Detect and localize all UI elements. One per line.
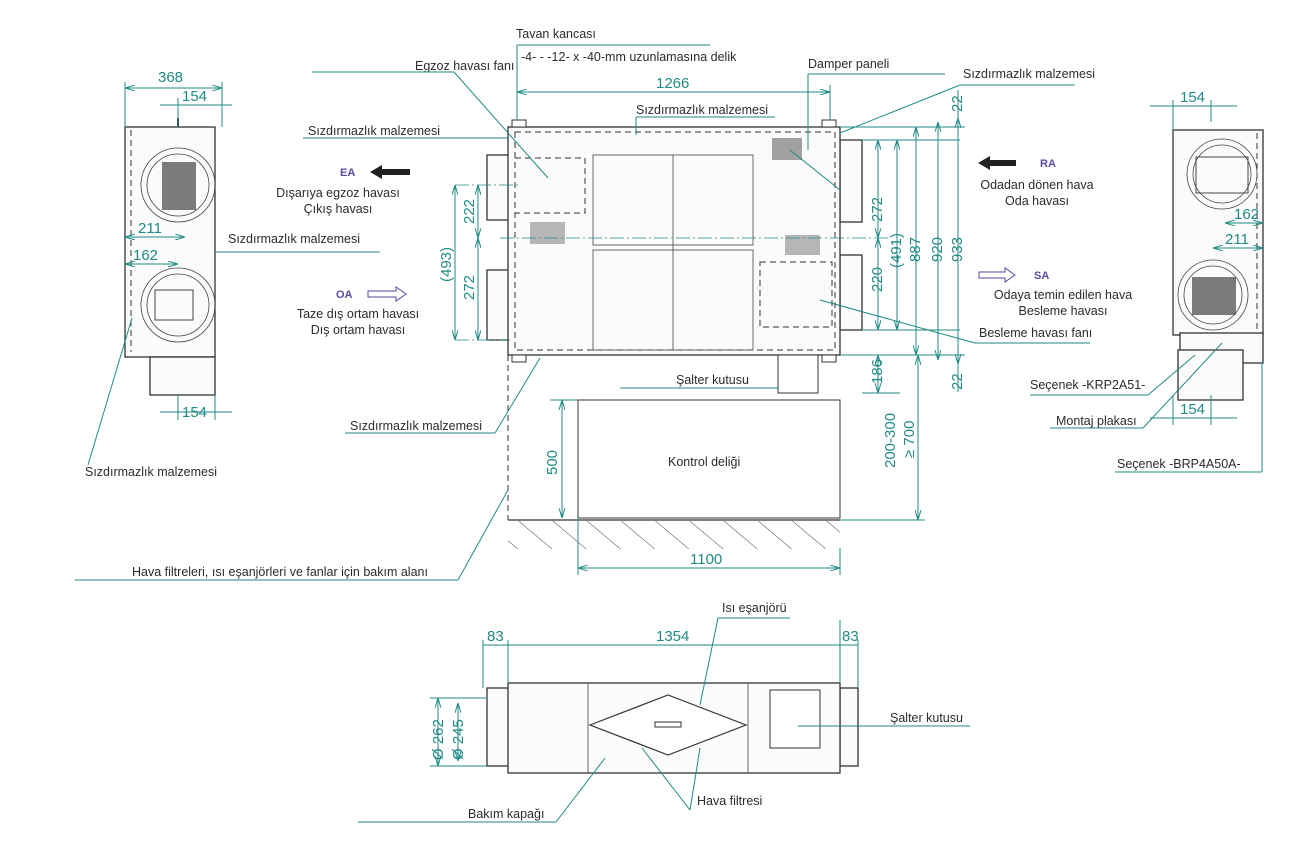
supply-fan [759, 261, 833, 328]
label-supply-fan: Besleme havası fanı [979, 326, 1092, 340]
label-control-hole: Kontrol deliği [668, 455, 740, 469]
label-seal-top-center: Sızdırmazlık malzemesi [636, 103, 768, 117]
label-slot-hole: -4- - -12- x -40-mm uzunlamasına delik [521, 50, 737, 64]
dim-154-bottom-right: 154 [1180, 401, 1205, 418]
label-sa-line2: Besleme havası [1019, 304, 1108, 318]
dim-1100: 1100 [690, 551, 722, 568]
label-damper-panel: Damper paneli [808, 57, 889, 71]
dim-1354: 1354 [656, 628, 689, 645]
label-ea-line1: Dışarıya egzoz havası [276, 186, 400, 200]
label-oa-line2: Dış ortam havası [311, 323, 405, 337]
label-air-filter: Hava filtresi [697, 794, 762, 808]
label-ceiling-hook: Tavan kancası [516, 27, 596, 41]
plan-view: Kontrol deliği 1266 222 272 (493) 272 22… [75, 27, 1132, 581]
label-option-brp: Seçenek -BRP4A50A- [1117, 457, 1241, 471]
label-ra-line1: Odadan dönen hava [980, 178, 1093, 192]
ra-arrow-icon [978, 156, 1016, 170]
dim-154-top-left: 154 [182, 88, 207, 105]
exhaust-fan [514, 157, 586, 214]
dim-272-left: 272 [461, 275, 478, 300]
ceiling-hatch [508, 521, 840, 549]
dim-222: 222 [461, 199, 478, 224]
flow-code-sa: SA [1034, 270, 1049, 282]
dim-200-300: 200-300 [882, 413, 899, 468]
label-ea-line2: Çıkış havası [304, 202, 373, 216]
label-seal-bottom: Sızdırmazlık malzemesi [350, 419, 482, 433]
label-seal-left: Sızdırmazlık malzemesi [308, 124, 440, 138]
dim-min-700: ≥ 700 [901, 421, 918, 458]
flow-code-ra: RA [1040, 158, 1056, 170]
dim-220: 220 [869, 267, 886, 292]
dim-162-right: 162 [1234, 206, 1259, 223]
exhaust-duct-port [140, 147, 216, 223]
label-ra-line2: Oda havası [1005, 194, 1069, 208]
switch-box-plan [777, 354, 819, 394]
dim-22-top: 22 [949, 95, 966, 112]
switch-box-front [769, 689, 821, 749]
dim-83-left: 83 [487, 628, 504, 645]
sa-arrow-icon [978, 267, 1016, 283]
label-seal-left-mid: Sızdırmazlık malzemesi [228, 232, 360, 246]
flow-code-oa: OA [336, 289, 353, 301]
dim-22-bottom: 22 [949, 373, 966, 390]
dim-diameter-245: Ø 245 [450, 719, 467, 760]
dim-887: 887 [907, 237, 924, 262]
dim-154-top-right: 154 [1180, 89, 1205, 106]
label-switch-box-top: Şalter kutusu [676, 373, 749, 387]
dim-diameter-262: Ø 262 [430, 719, 447, 760]
dim-186: 186 [869, 359, 886, 384]
label-heat-exchanger: Isı eşanjörü [722, 601, 787, 615]
label-mounting-plate: Montaj plakası [1056, 414, 1137, 428]
dim-933: 933 [949, 237, 966, 262]
label-exhaust-fan: Egzoz havası fanı [415, 59, 514, 73]
front-view: 83 1354 83 Ø 262 Ø 245 Isı eşanjörü Şalt… [358, 601, 970, 823]
dim-83-right: 83 [842, 628, 859, 645]
left-side-view: 368 154 211 162 154 Sızdırmazlık malzeme… [85, 69, 380, 479]
ea-arrow-icon [370, 165, 410, 179]
dim-211-right: 211 [1225, 231, 1249, 248]
label-seal-top-right: Sızdırmazlık malzemesi [963, 67, 1095, 81]
dim-368: 368 [158, 69, 183, 86]
dim-1266: 1266 [656, 75, 689, 92]
label-switch-box-bottom: Şalter kutusu [890, 711, 963, 725]
label-service-area: Hava filtreleri, ısı eşanjörleri ve fanl… [132, 565, 428, 579]
dim-493: (493) [438, 247, 455, 282]
oa-arrow-icon [367, 286, 407, 302]
control-hole [577, 399, 841, 519]
flow-code-ea: EA [340, 167, 355, 179]
dim-211-left: 211 [138, 220, 162, 237]
dim-154-bottom-left: 154 [182, 404, 207, 421]
dim-920: 920 [929, 237, 946, 262]
dim-162-left: 162 [133, 247, 158, 264]
dim-491: (491) [888, 233, 905, 268]
label-oa-line1: Taze dış ortam havası [297, 307, 419, 321]
label-seal-side-view: Sızdırmazlık malzemesi [85, 465, 217, 479]
outdoor-duct-port [140, 267, 216, 343]
dim-272-right: 272 [869, 197, 886, 222]
label-sa-line1: Odaya temin edilen hava [994, 288, 1132, 302]
dim-500: 500 [544, 450, 561, 475]
label-option-krp: Seçenek -KRP2A51- [1030, 378, 1145, 392]
label-maintenance-cover: Bakım kapağı [468, 807, 544, 821]
right-side-view: 154 162 211 154 Seçenek -KRP2A51- Montaj… [1030, 89, 1264, 473]
